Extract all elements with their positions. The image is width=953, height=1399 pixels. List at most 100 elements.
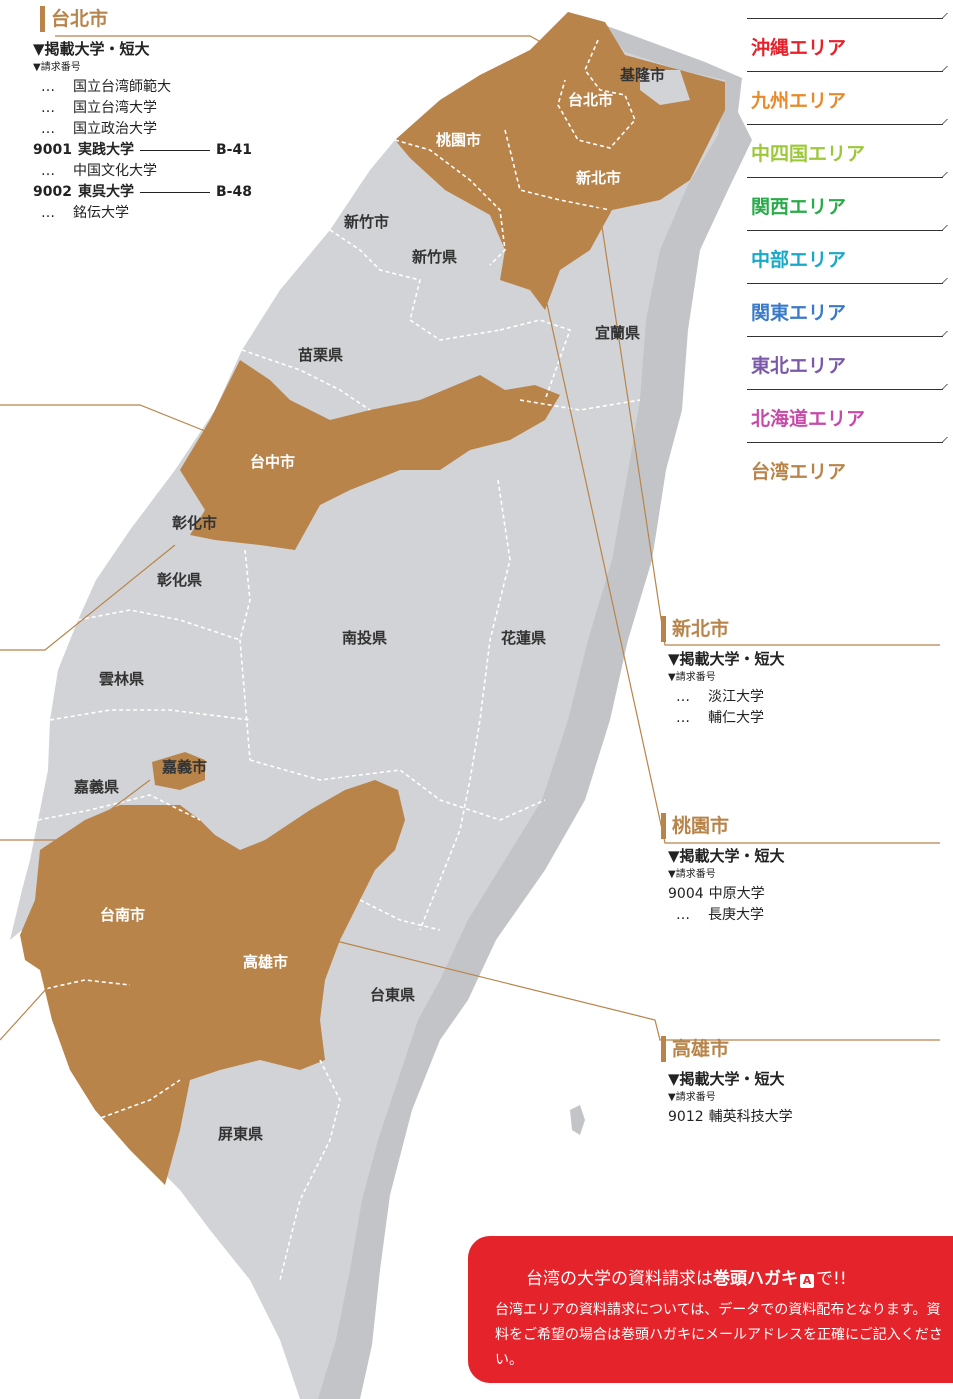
label-yunlin: 雲林県 (99, 670, 144, 688)
taoyuan-subtitle: ▼掲載大学・短大 (668, 847, 785, 865)
label-hualien: 花蓮県 (501, 629, 546, 647)
area-menu-item[interactable]: 東北エリア (743, 336, 943, 389)
area-menu-label: 関東エリア (751, 302, 847, 324)
chiayi-city-region (152, 752, 205, 790)
area-menu-item[interactable]: 台湾エリア (743, 442, 943, 495)
newtaipei-info-box: 新北市 ▼掲載大学・短大 ▼請求番号 …淡江大学…輔仁大学 (661, 616, 941, 725)
university-name: 実践大学 (77, 142, 134, 158)
university-name: 淡江大学 (708, 689, 764, 705)
label-taoyuan: 桃園市 (436, 131, 481, 149)
kaohsiung-title: 高雄市 (672, 1037, 730, 1060)
area-menu-item[interactable]: 北海道エリア (743, 389, 943, 442)
ellipsis-marker: … (41, 79, 55, 95)
label-taichung: 台中市 (250, 453, 295, 471)
area-menu-label: 九州エリア (751, 90, 847, 112)
university-row: … 国立政治大学 (33, 122, 330, 136)
area-menu-label: 台湾エリア (751, 461, 847, 483)
taipei-request-label: ▼請求番号 (33, 62, 81, 73)
border-lines (37, 39, 641, 1281)
banner-title-pre: 台湾の大学の資料請求は (526, 1269, 713, 1289)
university-name: 長庚大学 (708, 907, 764, 923)
kaohsiung-subtitle: ▼掲載大学・短大 (668, 1070, 785, 1088)
university-name: 輔英科技大学 (708, 1109, 793, 1125)
taoyuan-title: 桃園市 (672, 814, 730, 837)
university-name: 東呉大学 (77, 184, 134, 200)
kaohsiung-request-label: ▼請求番号 (668, 1092, 716, 1103)
banner-title-post: で!! (816, 1269, 847, 1289)
label-kaohsiung: 高雄市 (243, 953, 288, 971)
label-changhua-county: 彰化県 (157, 571, 202, 589)
page-code: B-41 (215, 142, 252, 158)
taipei-subtitle: ▼掲載大学・短大 (33, 40, 150, 58)
university-name: 銘伝大学 (73, 205, 129, 221)
ellipsis-marker: … (676, 689, 690, 705)
ellipsis-marker: … (676, 710, 690, 726)
university-row: …輔仁大学 (668, 711, 941, 725)
label-tainan: 台南市 (100, 906, 145, 924)
area-menu-label: 中四国エリア (751, 143, 866, 165)
taipei-heading: 台北市 (40, 6, 330, 32)
university-row: … 国立台湾師範大 (33, 80, 330, 94)
label-yilan: 宜蘭県 (595, 324, 640, 342)
leader-lines (0, 35, 940, 1041)
ellipsis-marker: … (41, 163, 55, 179)
label-miaoli: 苗栗県 (298, 346, 343, 364)
banner-title-strong: 巻頭ハガキ (713, 1269, 798, 1289)
area-menu-item[interactable]: 中四国エリア (743, 124, 943, 177)
university-name: 中国文化大学 (73, 163, 157, 179)
area-menu-item[interactable]: 沖縄エリア (743, 18, 943, 71)
area-menu-label: 中部エリア (751, 249, 847, 271)
university-row: …長庚大学 (668, 908, 941, 922)
area-menu-label: 沖縄エリア (751, 37, 847, 59)
newtaipei-title: 新北市 (672, 617, 730, 640)
university-name: 国立台湾師範大 (73, 79, 171, 95)
ellipsis-marker: … (41, 121, 55, 137)
label-taipei: 台北市 (568, 91, 613, 109)
taichung-region (180, 360, 560, 550)
page-code: B-48 (215, 184, 252, 200)
university-row: … 中国文化大学 (33, 164, 330, 178)
banner-body: 台湾エリアの資料請求については、データでの資料配布となります。資料をご希望の場合… (495, 1302, 943, 1368)
area-menu-label: 東北エリア (751, 355, 847, 377)
area-menu-label: 関西エリア (751, 196, 847, 218)
request-number: 9004 (668, 886, 704, 902)
label-nantou: 南投県 (342, 629, 387, 647)
taoyuan-heading: 桃園市 (661, 813, 941, 839)
leader-rule (139, 149, 210, 151)
newtaipei-request-label: ▼請求番号 (668, 672, 716, 683)
area-menu: 沖縄エリア九州エリア中四国エリア関西エリア中部エリア関東エリア東北エリア北海道エ… (743, 18, 943, 495)
area-menu-item[interactable]: 関東エリア (743, 283, 943, 336)
area-menu-label: 北海道エリア (751, 408, 866, 430)
label-changhua-city: 彰化市 (172, 514, 217, 532)
area-menu-item[interactable]: 関西エリア (743, 177, 943, 230)
taoyuan-request-label: ▼請求番号 (668, 869, 716, 880)
leader-rule (139, 191, 210, 193)
kaohsiung-heading: 高雄市 (661, 1036, 941, 1062)
badge-a-icon: A (800, 1274, 814, 1288)
islet (570, 1105, 585, 1135)
ellipsis-marker: … (41, 100, 55, 116)
area-menu-item[interactable]: 中部エリア (743, 230, 943, 283)
university-row: …銘伝大学 (33, 206, 330, 220)
label-newtaipei: 新北市 (576, 169, 621, 187)
label-chiayi-city: 嘉義市 (161, 758, 207, 776)
taipei-title: 台北市 (51, 7, 109, 30)
university-name: 国立政治大学 (73, 121, 157, 137)
label-taitung: 台東県 (370, 986, 415, 1004)
university-row: …国立台湾大学 (33, 101, 330, 115)
university-name: 中原大学 (708, 886, 765, 902)
newtaipei-heading: 新北市 (661, 616, 941, 642)
taipei-info-box: 台北市 ▼掲載大学・短大 ▼請求番号 …国立台湾師範大…国立台湾大学…国立政治大… (33, 6, 330, 220)
area-menu-item[interactable]: 九州エリア (743, 71, 943, 124)
keelung-region (640, 70, 690, 105)
tainan-kaohsiung-region (20, 780, 405, 1185)
